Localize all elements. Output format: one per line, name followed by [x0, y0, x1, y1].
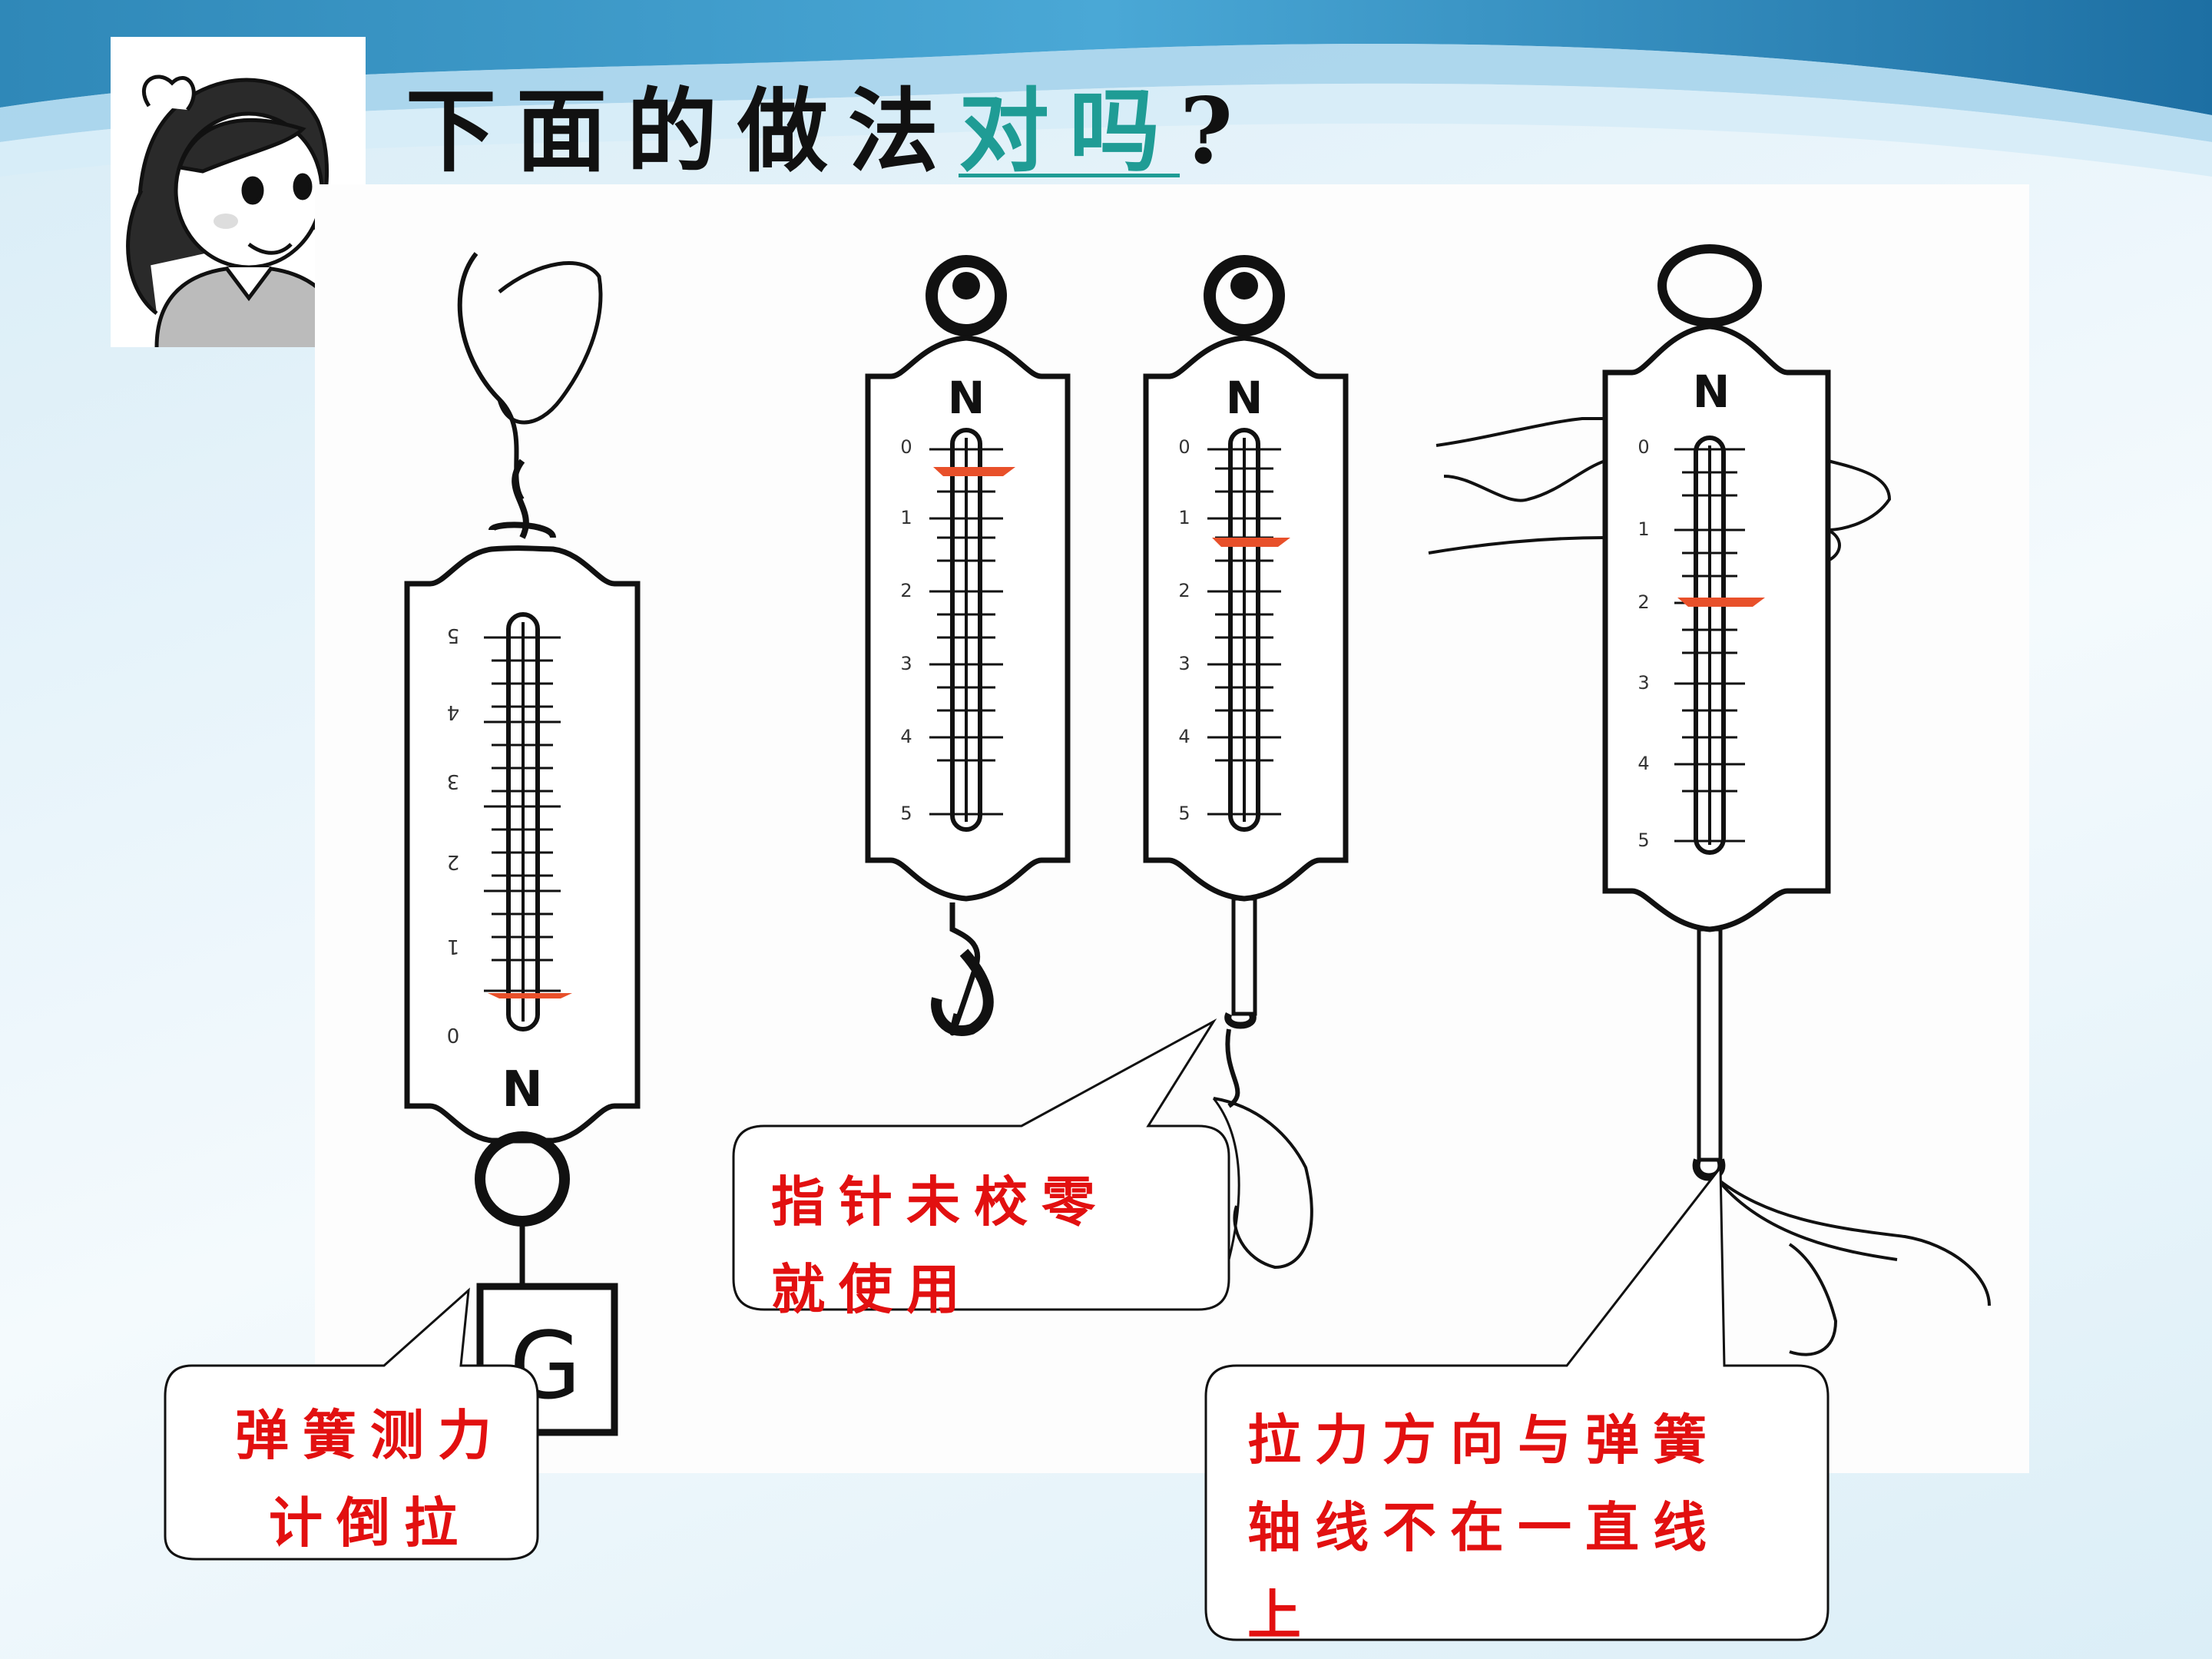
- spring-scale-angled-pull: [1428, 244, 1991, 1356]
- header-wave-decoration: [0, 0, 2212, 177]
- scale1-tick-4: 4: [447, 700, 460, 724]
- callout-axis-misaligned-line2: 轴线不在一直线: [1247, 1495, 1720, 1559]
- callout-bubble-axis-misaligned: [1204, 1164, 1830, 1641]
- callout-upside-down: 弹簧测力 计倒拉: [209, 1392, 531, 1567]
- callout-not-zeroed-line1: 指针未校零: [771, 1170, 1109, 1233]
- scale3-tick-1: 1: [1178, 507, 1190, 528]
- scale4-tick-1: 1: [1637, 518, 1649, 540]
- scale2-tick-0: 0: [900, 436, 912, 458]
- scale3-tick-0: 0: [1178, 436, 1190, 458]
- scale2-unit: N: [948, 372, 985, 424]
- title-highlight: 对吗: [959, 78, 1181, 184]
- scale4-tick-3: 3: [1637, 672, 1649, 694]
- scale1-tick-2: 2: [447, 850, 460, 873]
- callout-upside-down-line2: 计倒拉: [269, 1491, 472, 1555]
- spring-scale-normal: [865, 255, 1071, 1036]
- scale1-unit: N: [502, 1061, 543, 1118]
- title-question-mark: ?: [1180, 78, 1253, 184]
- scale3-tick-5: 5: [1178, 803, 1190, 824]
- spring-scale-upside-down: [404, 252, 641, 1436]
- hand-icon: [1213, 1097, 1313, 1270]
- page-title: 下面的做法对吗?: [406, 74, 1253, 189]
- hand-icon: [497, 261, 603, 425]
- scale4-tick-5: 5: [1637, 830, 1649, 851]
- scale1-tick-3: 3: [447, 770, 460, 793]
- scale2-tick-5: 5: [900, 803, 912, 824]
- title-text: 下面的做法: [406, 78, 959, 184]
- scale4-unit: N: [1693, 366, 1730, 418]
- callout-not-zeroed-line2: 就使用: [771, 1257, 974, 1321]
- scale4-tick-4: 4: [1637, 753, 1649, 774]
- scale4-tick-0: 0: [1637, 436, 1649, 458]
- girl-avatar-icon: [126, 75, 351, 348]
- scale2-tick-1: 1: [900, 507, 912, 528]
- scale2-tick-3: 3: [900, 653, 912, 674]
- girl-avatar: [111, 37, 366, 348]
- scale4-tick-2: 2: [1637, 591, 1649, 613]
- callout-bubble-not-zeroed: [732, 1018, 1230, 1311]
- callout-axis-misaligned-line1: 拉力方向与弹簧: [1247, 1408, 1720, 1472]
- callout-upside-down-line1: 弹簧测力: [235, 1403, 505, 1467]
- hand-icon: [1428, 417, 1606, 555]
- scale1-tick-5: 5: [447, 624, 460, 647]
- spring-scale-not-zeroed: [1143, 255, 1349, 1270]
- callout-not-zeroed: 指针未校零 就使用: [771, 1158, 1201, 1333]
- scale3-tick-4: 4: [1178, 726, 1190, 747]
- scale3-tick-2: 2: [1178, 580, 1190, 601]
- scale1-tick-0: 0: [447, 1023, 460, 1046]
- scale2-tick-4: 4: [900, 726, 912, 747]
- callout-axis-misaligned-line3: 上: [1247, 1583, 1315, 1647]
- callout-bubble-upside-down: [164, 1287, 539, 1561]
- scale2-tick-2: 2: [900, 580, 912, 601]
- scale3-unit: N: [1226, 372, 1263, 424]
- scale3-tick-3: 3: [1178, 653, 1190, 674]
- scale1-tick-1: 1: [447, 935, 460, 958]
- callout-axis-misaligned: 拉力方向与弹簧 轴线不在一直线 上: [1247, 1396, 1785, 1659]
